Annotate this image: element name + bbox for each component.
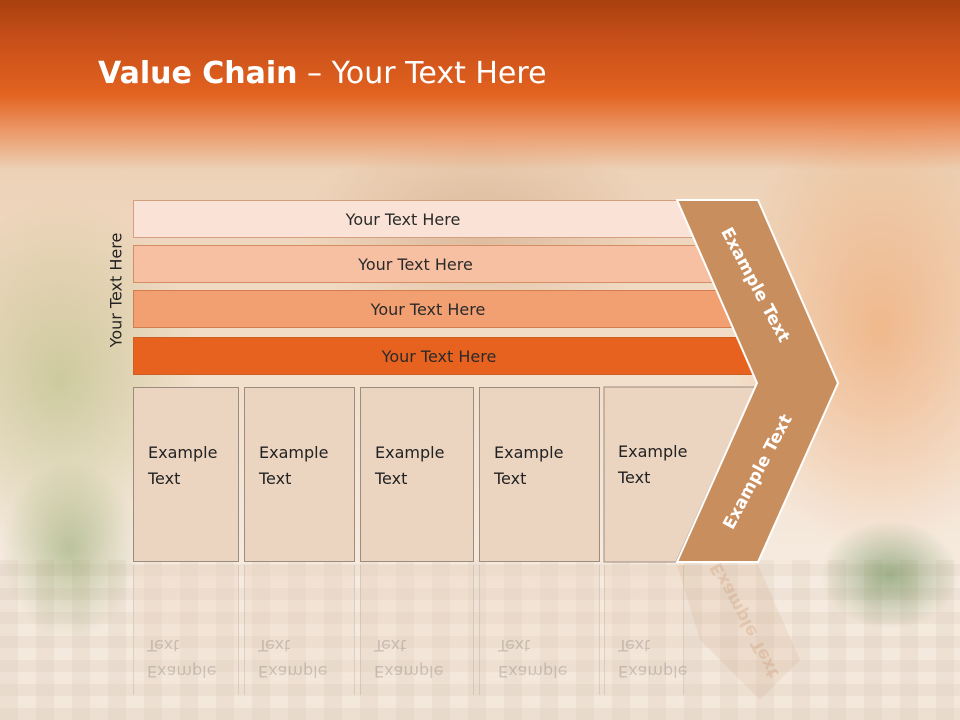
reflection-text: Example Text bbox=[147, 636, 217, 681]
row-label: Your Text Here bbox=[358, 254, 473, 274]
reflection-text: Example Text bbox=[618, 636, 688, 681]
example-box-2: Example Text bbox=[244, 387, 355, 562]
row-label: Your Text Here bbox=[370, 299, 486, 319]
box-reflection bbox=[133, 565, 239, 695]
value-row-2: Your Text Here bbox=[133, 245, 718, 283]
bush-left bbox=[0, 460, 140, 640]
example-box-4: Example Text bbox=[479, 387, 600, 562]
bush-right bbox=[820, 520, 960, 630]
example-box-3: Example Text bbox=[360, 387, 474, 562]
box-line-1: Example bbox=[618, 442, 688, 461]
slide-title: Value Chain – Your Text Here bbox=[98, 56, 547, 91]
box-reflection bbox=[479, 565, 600, 695]
box-line-2: Text bbox=[375, 469, 408, 488]
title-rest: – Your Text Here bbox=[297, 56, 547, 91]
header-band bbox=[0, 0, 960, 170]
value-row-1: Your Text Here bbox=[133, 200, 693, 238]
box-line-2: Text bbox=[259, 469, 292, 488]
value-row-3: Your Text Here bbox=[133, 290, 743, 328]
box-reflection bbox=[360, 565, 474, 695]
reflection-text: Example Text bbox=[498, 636, 568, 681]
box-reflection bbox=[244, 565, 355, 695]
reflection-text: Example Text bbox=[258, 636, 328, 681]
side-label: Your Text Here bbox=[106, 232, 126, 348]
row-label: Your Text Here bbox=[345, 209, 461, 229]
box-line-1: Example bbox=[494, 443, 564, 462]
paving-area bbox=[0, 560, 960, 720]
example-box-1: Example Text bbox=[133, 387, 239, 562]
box-line-1: Example bbox=[259, 443, 329, 462]
title-bold: Value Chain bbox=[98, 56, 298, 91]
box-line-2: Text bbox=[494, 469, 527, 488]
example-box-5: Example Text bbox=[618, 439, 687, 491]
reflection-text: Example Text bbox=[374, 636, 444, 681]
box-line-1: Example bbox=[148, 443, 218, 462]
row-label: Your Text Here bbox=[381, 346, 497, 366]
box-line-2: Text bbox=[148, 469, 181, 488]
box-line-2: Text bbox=[618, 468, 651, 487]
box-line-1: Example bbox=[375, 443, 445, 462]
box-reflection bbox=[604, 565, 684, 695]
value-row-4: Your Text Here bbox=[133, 337, 765, 375]
